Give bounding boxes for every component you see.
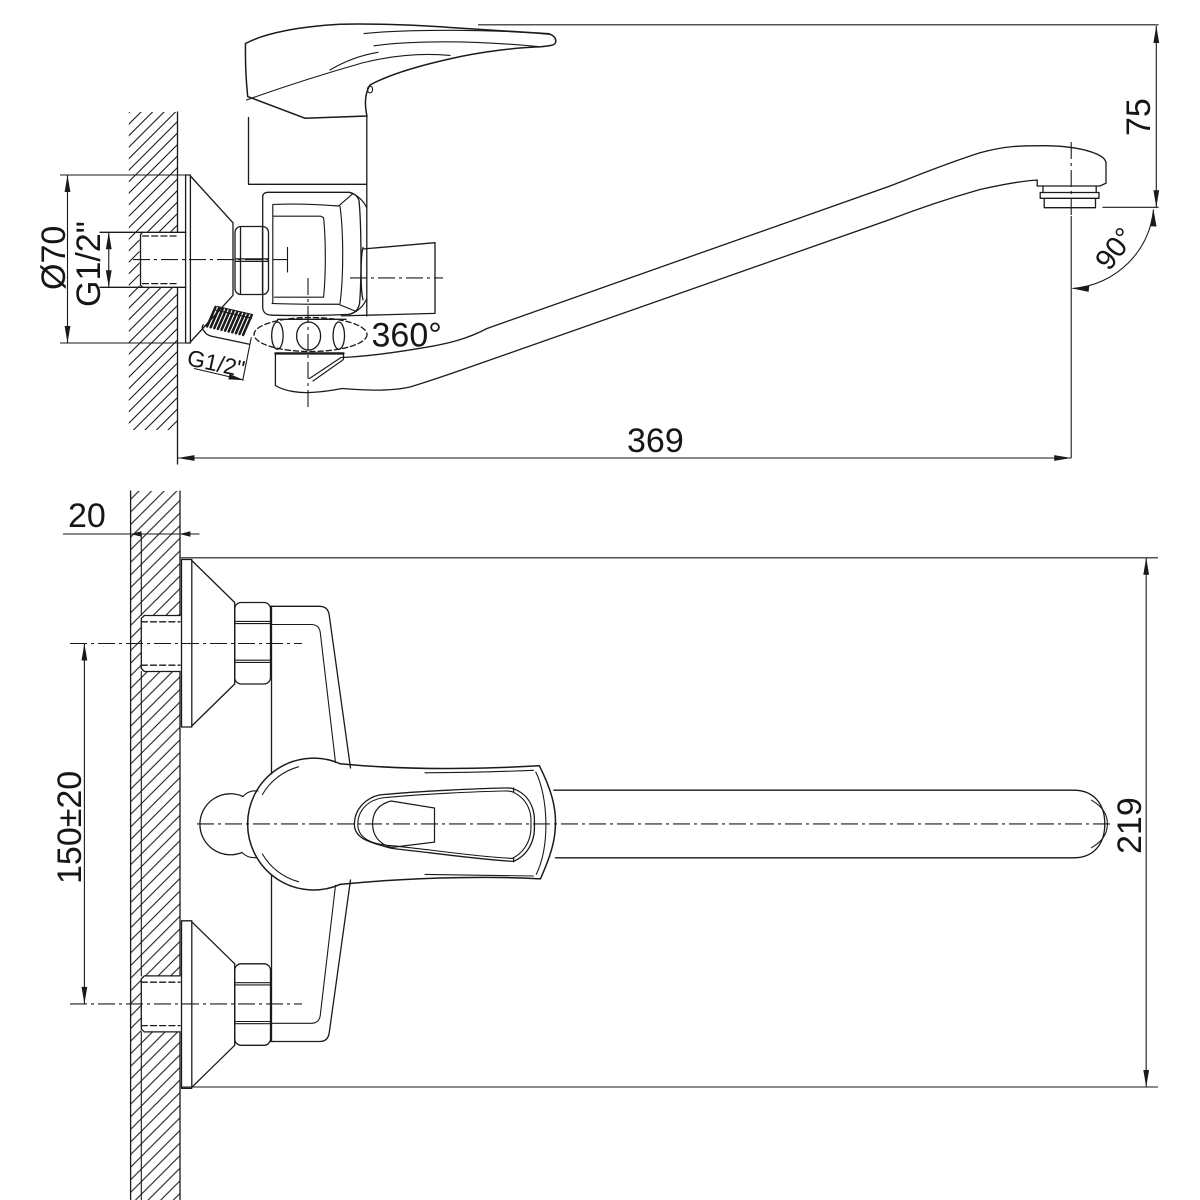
svg-text:150±20: 150±20 (51, 771, 89, 884)
svg-text:Ø70: Ø70 (35, 226, 73, 290)
svg-text:360°: 360° (372, 317, 442, 355)
svg-text:75: 75 (1120, 98, 1158, 136)
svg-text:G1/2": G1/2" (70, 221, 108, 307)
svg-text:20: 20 (68, 497, 106, 535)
svg-text:369: 369 (627, 422, 684, 460)
svg-text:219: 219 (1111, 797, 1149, 854)
